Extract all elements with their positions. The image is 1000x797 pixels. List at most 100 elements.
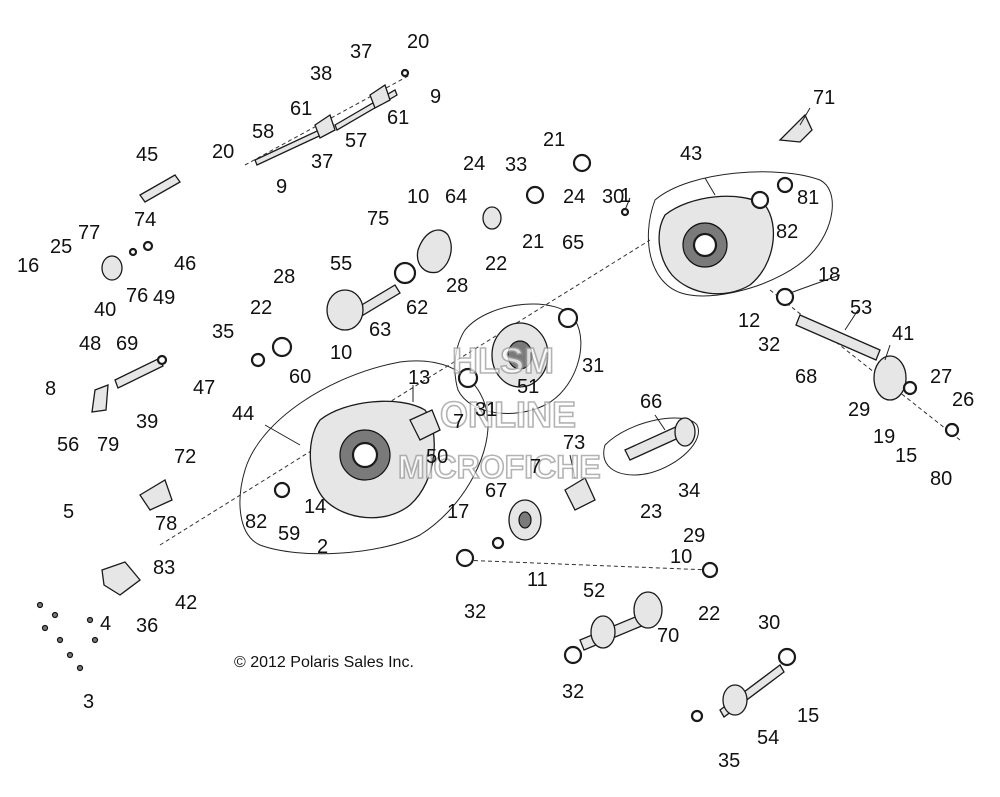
callout-9: 9 [430,86,441,108]
callout-43: 43 [680,143,702,165]
callout-83: 83 [153,557,175,579]
callout-19: 19 [873,426,895,448]
callout-33: 33 [505,154,527,176]
callout-38: 38 [310,63,332,85]
callout-81: 81 [797,187,819,209]
callout-71: 71 [813,87,835,109]
axis-line-main [159,239,651,546]
callout-22-lower: 22 [698,603,720,625]
callout-45: 45 [136,144,158,166]
housing-44 [273,400,435,519]
axis-line-shaft-53 [769,289,961,441]
callout-35-lower: 35 [718,750,740,772]
callout-68: 68 [795,366,817,388]
bolts-3 [36,601,99,672]
housing-group-outline-left [239,360,489,555]
callout-51: 51 [517,376,539,398]
callout-34: 34 [678,480,700,502]
callout-61-left: 61 [290,98,312,120]
callout-8: 8 [45,378,56,400]
callout-59: 59 [278,523,300,545]
gear-67 [455,499,542,568]
callout-42: 42 [175,592,197,614]
callout-30-lower: 30 [758,612,780,634]
callout-49: 49 [153,287,175,309]
callout-20-upper: 20 [407,31,429,53]
callout-61-right: 61 [387,107,409,129]
callout-54: 54 [757,727,779,749]
callout-55: 55 [330,253,352,275]
callout-11: 11 [527,569,548,591]
callout-39: 39 [136,411,158,433]
callout-29-lower: 29 [683,525,705,547]
leader-lines [264,107,891,479]
callout-37-lower: 37 [311,151,333,173]
callout-14: 14 [304,496,326,518]
callout-80: 80 [930,468,952,490]
callout-77: 77 [78,222,100,244]
callout-48: 48 [79,333,101,355]
cover-42 [101,561,141,596]
callout-76: 76 [126,285,148,307]
callout-10-lower: 10 [670,546,692,568]
callout-37-upper: 37 [350,41,372,63]
callout-58: 58 [252,121,274,143]
callout-17: 17 [447,501,469,523]
shift-fork-assembly [254,68,410,166]
callout-24-left: 24 [463,153,485,175]
callout-73: 73 [563,432,585,454]
callout-3: 3 [83,691,94,713]
callout-7b: 7 [453,411,464,433]
bearings-upper [482,153,630,230]
part-45 [139,174,181,203]
callout-31-lower: 31 [475,399,497,421]
callout-15-lower: 15 [797,705,819,727]
callout-30-upper: 30 [602,186,624,208]
part-76-group [101,240,154,281]
callout-32-lower: 32 [562,681,584,703]
gasket-50 [409,409,441,441]
callout-2: 2 [317,536,328,558]
callout-29-right: 29 [848,399,870,421]
callout-22-mid: 22 [250,297,272,319]
shaft-55 [250,261,417,368]
callout-7: 7 [530,456,541,478]
callout-12: 12 [738,310,760,332]
callout-22-upper: 22 [485,253,507,275]
gear-51 [457,307,579,389]
shaft-54 [690,647,797,723]
callout-20-left: 20 [212,141,234,163]
callout-67: 67 [485,480,507,502]
callout-28-upper: 28 [273,266,295,288]
callout-4: 4 [100,613,111,635]
callout-82-left: 82 [245,511,267,533]
gasket-73 [564,477,596,511]
callout-65: 65 [562,232,584,254]
callout-32-mid: 32 [464,601,486,623]
callout-70: 70 [657,625,679,647]
callout-47: 47 [193,377,215,399]
callout-1: 1 [620,185,631,207]
gear-group-outline-center [454,303,582,414]
copyright-text: © 2012 Polaris Sales Inc. [234,654,414,671]
callout-40: 40 [94,299,116,321]
callout-26: 26 [952,389,974,411]
callout-9b: 9 [276,176,287,198]
part-48-group [91,354,168,413]
callout-25: 25 [50,236,72,258]
callout-74: 74 [134,209,156,231]
chain-75 [416,229,452,274]
callout-27: 27 [930,366,952,388]
callout-31-upper: 31 [582,355,604,377]
callout-23: 23 [640,501,662,523]
callout-10-upper: 10 [407,186,429,208]
callout-5: 5 [63,501,74,523]
callout-16: 16 [17,255,39,277]
shaft-66 [624,417,696,461]
callout-21-lower: 21 [522,231,544,253]
callout-36: 36 [136,615,158,637]
callout-66: 66 [640,391,662,413]
housing-43 [658,176,794,295]
callout-13: 13 [408,367,430,389]
